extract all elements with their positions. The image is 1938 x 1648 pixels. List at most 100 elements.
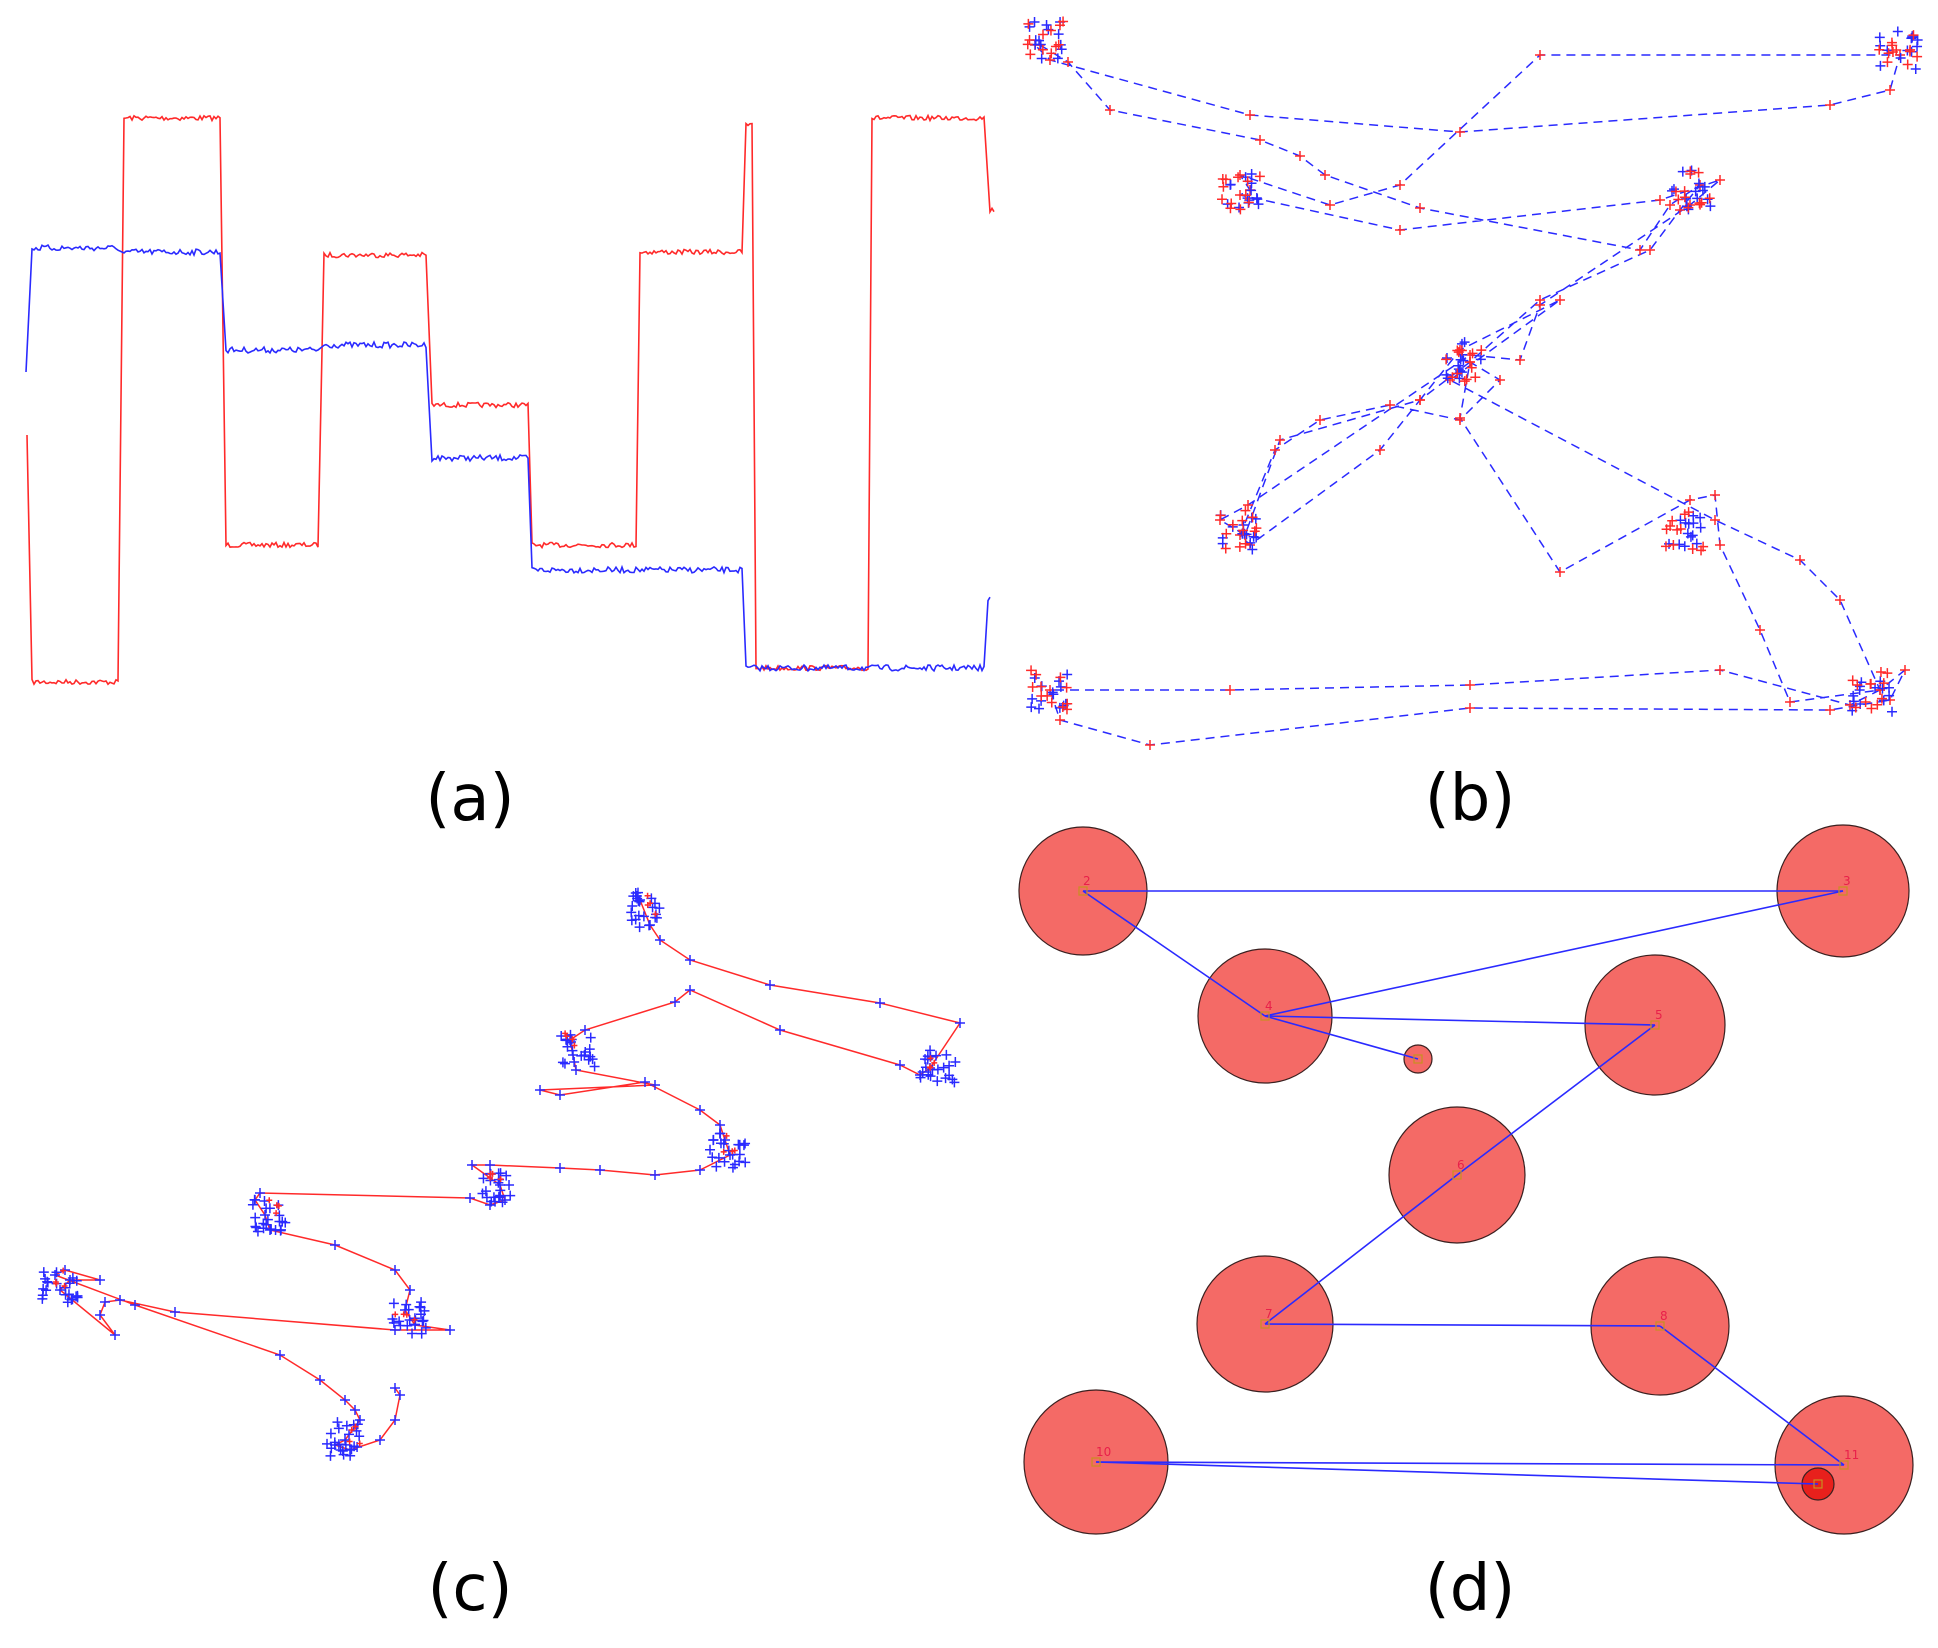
marker <box>938 1062 949 1073</box>
marker <box>1245 110 1255 120</box>
marker <box>1026 665 1037 676</box>
marker <box>1275 435 1285 445</box>
marker <box>322 1438 333 1449</box>
node-marker <box>1839 1460 1849 1470</box>
marker <box>349 1441 360 1452</box>
marker <box>1452 368 1463 379</box>
marker <box>352 1419 363 1430</box>
marker <box>720 1148 727 1155</box>
marker <box>1242 176 1253 187</box>
marker <box>1878 695 1889 706</box>
marker <box>329 1437 340 1448</box>
marker <box>403 1311 410 1318</box>
marker <box>388 1298 399 1309</box>
marker <box>1665 200 1675 210</box>
marker <box>411 1316 418 1323</box>
marker <box>390 1325 400 1335</box>
marker <box>351 1425 362 1436</box>
marker <box>1026 702 1037 713</box>
marker <box>55 1285 65 1295</box>
marker <box>417 1316 428 1327</box>
marker <box>252 1226 263 1237</box>
marker <box>1847 675 1858 686</box>
marker <box>1892 26 1903 37</box>
marker <box>345 1450 356 1461</box>
node-label: 6 <box>1457 1158 1465 1172</box>
marker <box>1247 512 1258 523</box>
marker <box>1385 400 1395 410</box>
marker <box>579 1050 590 1061</box>
marker <box>1034 703 1044 714</box>
marker <box>325 1450 336 1461</box>
marker <box>944 1060 955 1071</box>
marker <box>275 1202 282 1209</box>
marker <box>1251 193 1262 204</box>
marker <box>1048 689 1059 700</box>
marker <box>445 1325 455 1335</box>
marker <box>249 1194 260 1205</box>
marker <box>1848 690 1859 701</box>
marker <box>1023 18 1034 29</box>
marker <box>1455 354 1466 365</box>
marker <box>505 1190 516 1201</box>
marker <box>1240 190 1251 201</box>
marker <box>1690 186 1701 197</box>
marker <box>932 1076 943 1087</box>
marker <box>41 1285 52 1296</box>
panel-c: (c) <box>37 887 965 1626</box>
marker <box>477 1188 488 1199</box>
marker <box>337 1445 348 1456</box>
marker <box>555 1090 565 1100</box>
marker <box>895 1060 905 1070</box>
marker <box>1691 538 1702 549</box>
marker <box>1063 57 1073 67</box>
marker <box>1453 360 1464 371</box>
marker <box>1685 169 1696 180</box>
marker <box>1225 203 1236 214</box>
marker <box>947 1074 958 1085</box>
marker <box>1876 693 1887 704</box>
marker <box>1695 522 1706 533</box>
node-label: 8 <box>1660 1309 1668 1323</box>
marker <box>1036 53 1047 64</box>
marker <box>1441 354 1452 365</box>
marker <box>258 1218 269 1229</box>
marker <box>495 1190 506 1201</box>
marker <box>587 1054 598 1065</box>
marker <box>555 1163 565 1173</box>
graph-edges <box>1082 890 1845 1485</box>
marker <box>1215 510 1226 521</box>
marker <box>1702 194 1713 205</box>
marker <box>1683 507 1694 518</box>
marker <box>1315 415 1325 425</box>
marker <box>1878 678 1889 689</box>
marker <box>1698 541 1709 552</box>
marker <box>1695 512 1706 523</box>
marker <box>344 1429 355 1440</box>
marker <box>1697 185 1708 196</box>
marker <box>390 1383 400 1393</box>
marker <box>1912 41 1923 52</box>
marker <box>356 1440 363 1447</box>
marker <box>1027 693 1038 704</box>
marker <box>403 1304 414 1315</box>
marker <box>650 1170 660 1180</box>
marker <box>1679 186 1690 197</box>
marker <box>1061 704 1072 715</box>
marker <box>740 1157 751 1168</box>
marker <box>273 1210 280 1217</box>
marker <box>925 1045 936 1056</box>
marker <box>350 1405 360 1415</box>
marker <box>1253 199 1264 210</box>
marker <box>1320 170 1330 180</box>
marker <box>1465 703 1475 713</box>
marker <box>1668 539 1679 550</box>
marker <box>348 1427 355 1434</box>
marker <box>1696 197 1707 208</box>
marker <box>1495 375 1505 385</box>
marker <box>915 1072 926 1083</box>
marker <box>634 896 645 907</box>
marker <box>354 1431 365 1442</box>
marker <box>170 1307 180 1317</box>
marker <box>1715 540 1725 550</box>
